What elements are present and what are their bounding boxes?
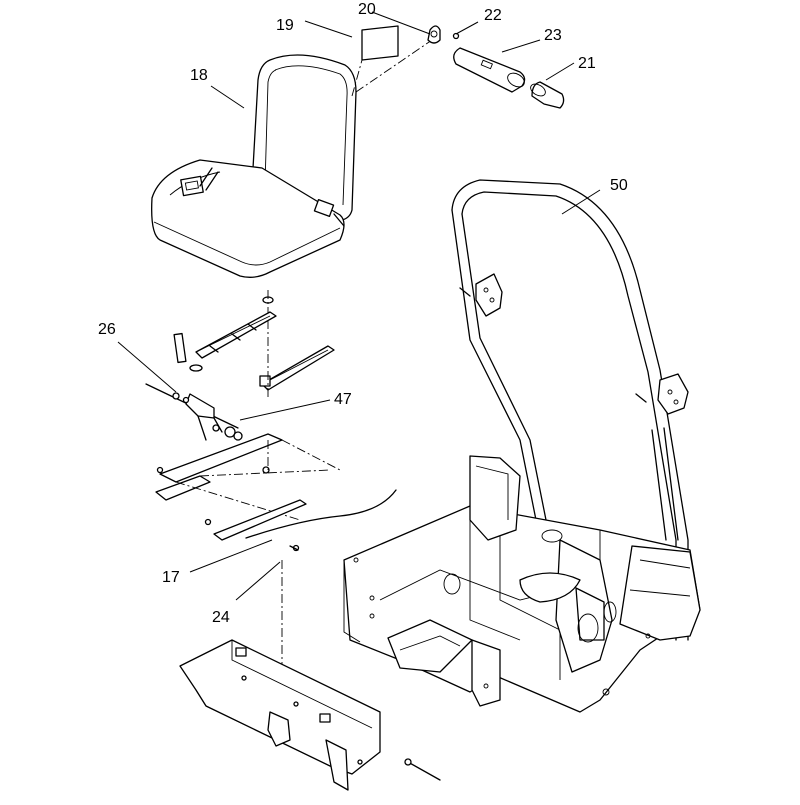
chassis-frame: [343, 455, 701, 713]
callout-23: 23: [544, 27, 562, 44]
warning-decal: [361, 25, 399, 61]
callout-50: 50: [610, 177, 628, 194]
latch-pin: [427, 25, 441, 44]
handle-grip: [530, 81, 565, 109]
roll-over-protection-bar: [451, 179, 689, 641]
callout-17: 17: [162, 569, 180, 586]
mount-bolt: [404, 758, 441, 781]
callout-19: 19: [276, 17, 294, 34]
seat-base-bracket: [179, 639, 381, 791]
handle-tube: [453, 47, 526, 93]
small-pad: [189, 364, 203, 372]
callout-labels: 20 19 22 23 21 18 50 26 47 17 24: [98, 1, 628, 626]
leader-lines: [117, 11, 601, 601]
seat-slide-rail-left: [173, 311, 277, 364]
washer-small: [452, 32, 460, 40]
callout-26: 26: [98, 321, 116, 338]
seat-adjust-lever: [145, 383, 243, 441]
callout-47: 47: [334, 391, 352, 408]
callout-20: 20: [358, 1, 376, 18]
seat-slide-rail-right: [259, 345, 335, 391]
seat-mount-frame: [155, 433, 341, 552]
callout-22: 22: [484, 7, 502, 24]
callout-24: 24: [212, 609, 230, 626]
seat: [151, 54, 357, 278]
callout-21: 21: [578, 55, 596, 72]
callout-18: 18: [190, 67, 208, 84]
seat-switch-harness: [245, 489, 397, 539]
